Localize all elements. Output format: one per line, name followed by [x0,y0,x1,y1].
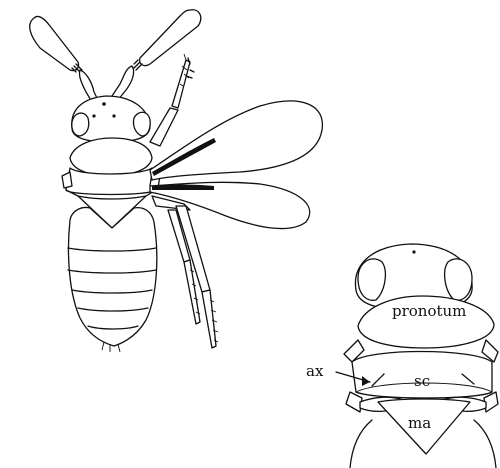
whole-insect-dorsal-view [30,10,323,352]
detail-right-eye [445,259,472,300]
label-ax: ax [306,362,324,380]
abdomen [68,208,157,353]
left-antenna [30,16,98,102]
detail-left-eye [358,259,385,300]
hind-leg [152,196,218,348]
label-pronotum: pronotum [392,302,466,320]
thorax-detail-view [336,244,498,468]
right-antenna [112,10,201,100]
label-ma: ma [408,414,431,432]
left-compound-eye [72,113,89,136]
label-sc: sc [414,372,430,390]
head [72,96,150,142]
front-legs [150,54,194,146]
